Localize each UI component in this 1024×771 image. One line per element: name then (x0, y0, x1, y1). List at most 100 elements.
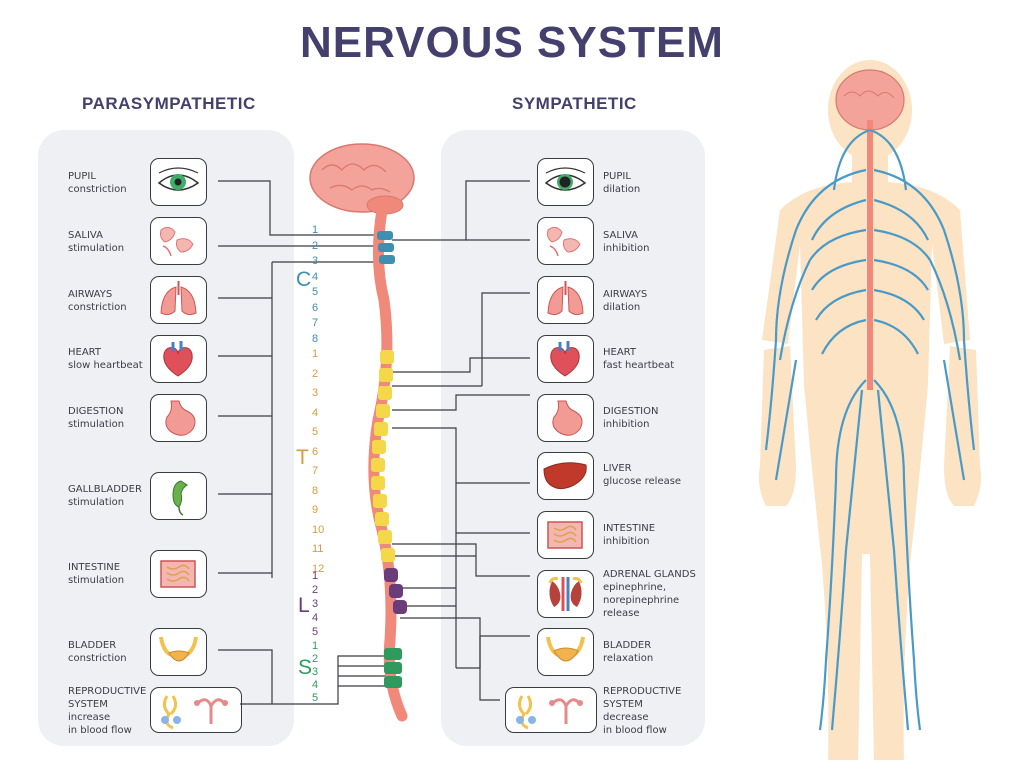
adrenal-glands-icon (548, 577, 583, 611)
symp-eye-box (537, 158, 594, 206)
vertebra-number: 7 (312, 465, 319, 477)
vertebra-number: 2 (312, 653, 319, 665)
eye-icon (157, 167, 200, 191)
spine-region-c: C (296, 268, 312, 291)
vertebra-number: 11 (312, 543, 324, 555)
lumbar-segments (384, 568, 407, 614)
symp-saliva-box (537, 217, 594, 265)
bladder-icon (546, 636, 585, 662)
spine-region-l: L (298, 594, 310, 617)
sympathetic-heading: SYMPATHETIC (512, 94, 637, 113)
lungs-icon (160, 281, 197, 316)
symp-line-trunk (392, 427, 457, 668)
spine-region-t: T (296, 446, 309, 469)
para-reproductive-box (150, 687, 242, 733)
eye-icon (544, 167, 587, 191)
parasympathetic-heading: PARASYMPATHETIC (82, 94, 256, 113)
vertebra-number: 1 (312, 640, 319, 652)
spine-region-s: S (298, 656, 313, 679)
symp-adrenal-box (537, 570, 594, 618)
vertebra-number: 6 (312, 445, 319, 458)
nerve-network (764, 120, 976, 731)
cervical-segments (377, 231, 395, 264)
vertebra-number: 4 (312, 612, 319, 624)
vertebra-number: 2 (312, 367, 319, 380)
para-stomach-box (150, 394, 207, 442)
gallbladder-icon (172, 480, 188, 516)
vertebra-number: 1 (312, 224, 319, 236)
brain-illustration (309, 143, 415, 215)
para-eye-box (150, 158, 207, 206)
symp-line-pupil (392, 180, 530, 241)
vertebra-number: 10 (312, 523, 325, 536)
heart-icon (550, 341, 580, 377)
vertebra-number: 1 (312, 570, 319, 582)
vertebra-number: 5 (312, 692, 319, 704)
vertebra-number: 5 (312, 426, 319, 438)
reproductive-organs-icon (161, 695, 228, 730)
symp-heart-box (537, 335, 594, 383)
stomach-icon (552, 400, 583, 436)
para-saliva-box (150, 217, 207, 265)
intestine-icon (160, 560, 196, 588)
symp-intestine-box (537, 511, 594, 559)
vertebra-number: 3 (312, 666, 319, 678)
page-title: NERVOUS SYSTEM (300, 18, 724, 67)
salivary-glands-icon (547, 226, 581, 257)
lungs-icon (547, 281, 584, 316)
symp-lungs-box (537, 276, 594, 324)
para-heart-box (150, 335, 207, 383)
para-lungs-box (150, 276, 207, 324)
intestine-icon (547, 521, 583, 549)
symp-reproductive-box (505, 687, 597, 733)
vertebra-number: 1 (312, 348, 319, 360)
vertebra-number: 3 (312, 255, 319, 267)
thoracic-segments (371, 350, 395, 562)
stomach-icon (165, 400, 196, 436)
vertebra-number: 4 (312, 406, 319, 419)
symp-line-airways (481, 292, 530, 386)
vertebra-number: 2 (312, 239, 319, 252)
heart-icon (163, 341, 193, 377)
para-bladder-box (150, 628, 207, 676)
vertebra-number: 5 (312, 286, 319, 298)
liver-icon (543, 462, 587, 490)
vertebra-number: 4 (312, 679, 319, 691)
reproductive-organs-icon (516, 695, 583, 730)
vertebra-number: 12 (312, 562, 325, 575)
para-gallbladder-box (150, 472, 207, 520)
salivary-glands-icon (160, 226, 194, 257)
bladder-icon (159, 636, 198, 662)
vertebra-number: 2 (312, 584, 319, 596)
symp-stomach-box (537, 394, 594, 442)
para-line-sacral (240, 655, 386, 705)
vertebra-number: 5 (312, 626, 319, 638)
vertebra-number: 8 (312, 332, 319, 345)
vertebra-number: 6 (312, 301, 319, 314)
symp-liver-box (537, 452, 594, 500)
symp-bladder-box (537, 628, 594, 676)
sacral-segments (384, 648, 402, 688)
para-intestine-box (150, 550, 207, 598)
vertebra-number: 9 (312, 504, 319, 516)
vertebra-number: 8 (312, 484, 319, 497)
body-nervous-system-figure (758, 60, 982, 760)
vertebra-number: 3 (312, 387, 319, 399)
